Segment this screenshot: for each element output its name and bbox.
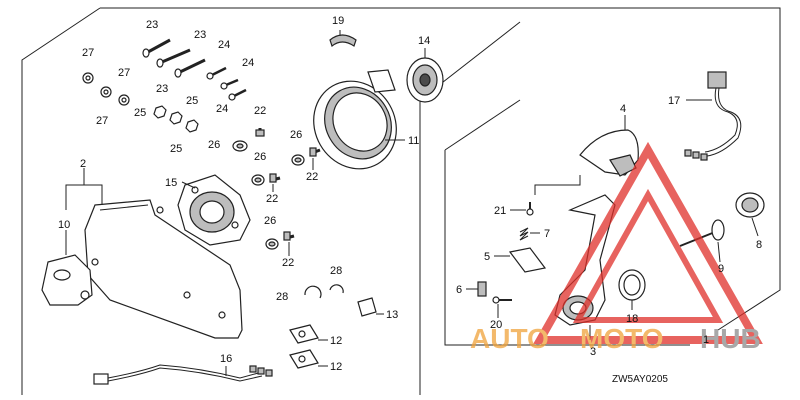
label-5: 5 [484, 251, 490, 263]
label-25-a: 25 [134, 107, 146, 119]
label-22-b: 22 [266, 193, 278, 205]
label-13: 13 [386, 309, 398, 321]
clamp-part-12-b [289, 349, 319, 369]
label-28-a: 28 [330, 265, 342, 277]
label-25-b: 25 [186, 95, 198, 107]
label-24-c: 24 [216, 103, 228, 115]
label-10: 10 [58, 219, 70, 231]
drum-part-14 [406, 57, 444, 103]
label-22-c: 22 [306, 171, 318, 183]
collar-part-26-a [232, 140, 248, 152]
screw-part-20 [492, 296, 512, 304]
label-26-c: 26 [254, 151, 266, 163]
label-23-b: 23 [194, 29, 206, 41]
watermark-logo: AUTO MOTO HUB [470, 141, 763, 354]
grommet-part-10 [41, 254, 93, 306]
bolt-part-22-c [309, 147, 321, 157]
label-21: 21 [494, 205, 506, 217]
label-1: 1 [703, 334, 709, 346]
diagram-code: ZW5AY0205 [612, 374, 668, 385]
nut-part-25-b [169, 111, 183, 125]
plate-near-11 [367, 69, 396, 93]
label-17: 17 [668, 95, 680, 107]
holder-part-13 [357, 297, 377, 317]
clip-part-28-a [304, 285, 322, 299]
bolt-part-22-d [283, 231, 295, 241]
label-18: 18 [626, 313, 638, 325]
wire-harness-part-16 [93, 364, 273, 385]
label-4: 4 [620, 103, 626, 115]
bolt-part-22-a [255, 128, 265, 137]
label-25-c: 25 [170, 143, 182, 155]
screw-part-24-c [228, 88, 247, 101]
label-15: 15 [165, 177, 177, 189]
bearing-plate-part-15 [177, 174, 251, 246]
label-26-d: 26 [264, 215, 276, 227]
ring-part-11 [313, 80, 397, 170]
switch-harness-part-17 [684, 71, 742, 161]
lever-handle-part-4 [579, 129, 639, 177]
washer-part-27-b [100, 86, 112, 98]
label-7: 7 [544, 228, 550, 240]
washer-part-27-a [82, 72, 94, 84]
label-3: 3 [590, 346, 596, 358]
label-26-b: 26 [290, 129, 302, 141]
label-9: 9 [718, 263, 724, 275]
washer-part-27-c [118, 94, 130, 106]
label-23-a: 23 [146, 19, 158, 31]
nut-part-25-c [185, 119, 199, 133]
ring-part-18 [618, 269, 646, 301]
callout-labels: 1 2 3 4 5 6 7 8 9 10 11 12 12 13 14 15 1… [58, 15, 762, 376]
label-23-c: 23 [156, 83, 168, 95]
collar-part-26-b [251, 174, 265, 186]
label-2: 2 [80, 158, 86, 170]
label-14: 14 [418, 35, 430, 47]
detent-part-5 [508, 247, 547, 273]
label-16: 16 [220, 353, 232, 365]
label-22-d: 22 [282, 257, 294, 269]
label-12-a: 12 [330, 335, 342, 347]
watermark-text-moto: MOTO [580, 323, 663, 354]
nut-part-25-a [153, 105, 167, 119]
label-8: 8 [756, 239, 762, 251]
watermark-text-auto: AUTO [470, 323, 549, 354]
spring-part-19 [329, 34, 357, 48]
label-27-c: 27 [96, 115, 108, 127]
watermark-text-hub: HUB [700, 323, 761, 354]
label-11: 11 [408, 135, 419, 147]
label-27-a: 27 [82, 47, 94, 59]
bolt-part-23-b [156, 48, 191, 68]
boot-part-8 [735, 192, 765, 218]
label-12-b: 12 [330, 361, 342, 373]
collar-part-26-c [291, 154, 305, 166]
screw-part-24-b [220, 78, 239, 90]
label-20: 20 [490, 319, 502, 331]
collar-part-26-d [265, 238, 279, 250]
pin-part-6 [477, 281, 487, 297]
clamp-part-12-a [289, 324, 319, 344]
bolt-part-22-b [269, 173, 281, 183]
spring-part-7 [519, 227, 529, 241]
label-6: 6 [456, 284, 462, 296]
clip-part-28-b [329, 284, 344, 294]
label-24-a: 24 [218, 39, 230, 51]
label-24-b: 24 [242, 57, 254, 69]
screw-part-21 [526, 202, 534, 216]
bolt-part-23-a [142, 38, 171, 58]
label-28-b: 28 [276, 291, 288, 303]
label-19: 19 [332, 15, 344, 27]
label-27-b: 27 [118, 67, 130, 79]
label-22-a: 22 [254, 105, 266, 117]
bolt-part-23-c [174, 58, 206, 78]
control-box-case [84, 199, 243, 339]
label-26-a: 26 [208, 139, 220, 151]
screw-part-24-a [206, 66, 227, 80]
